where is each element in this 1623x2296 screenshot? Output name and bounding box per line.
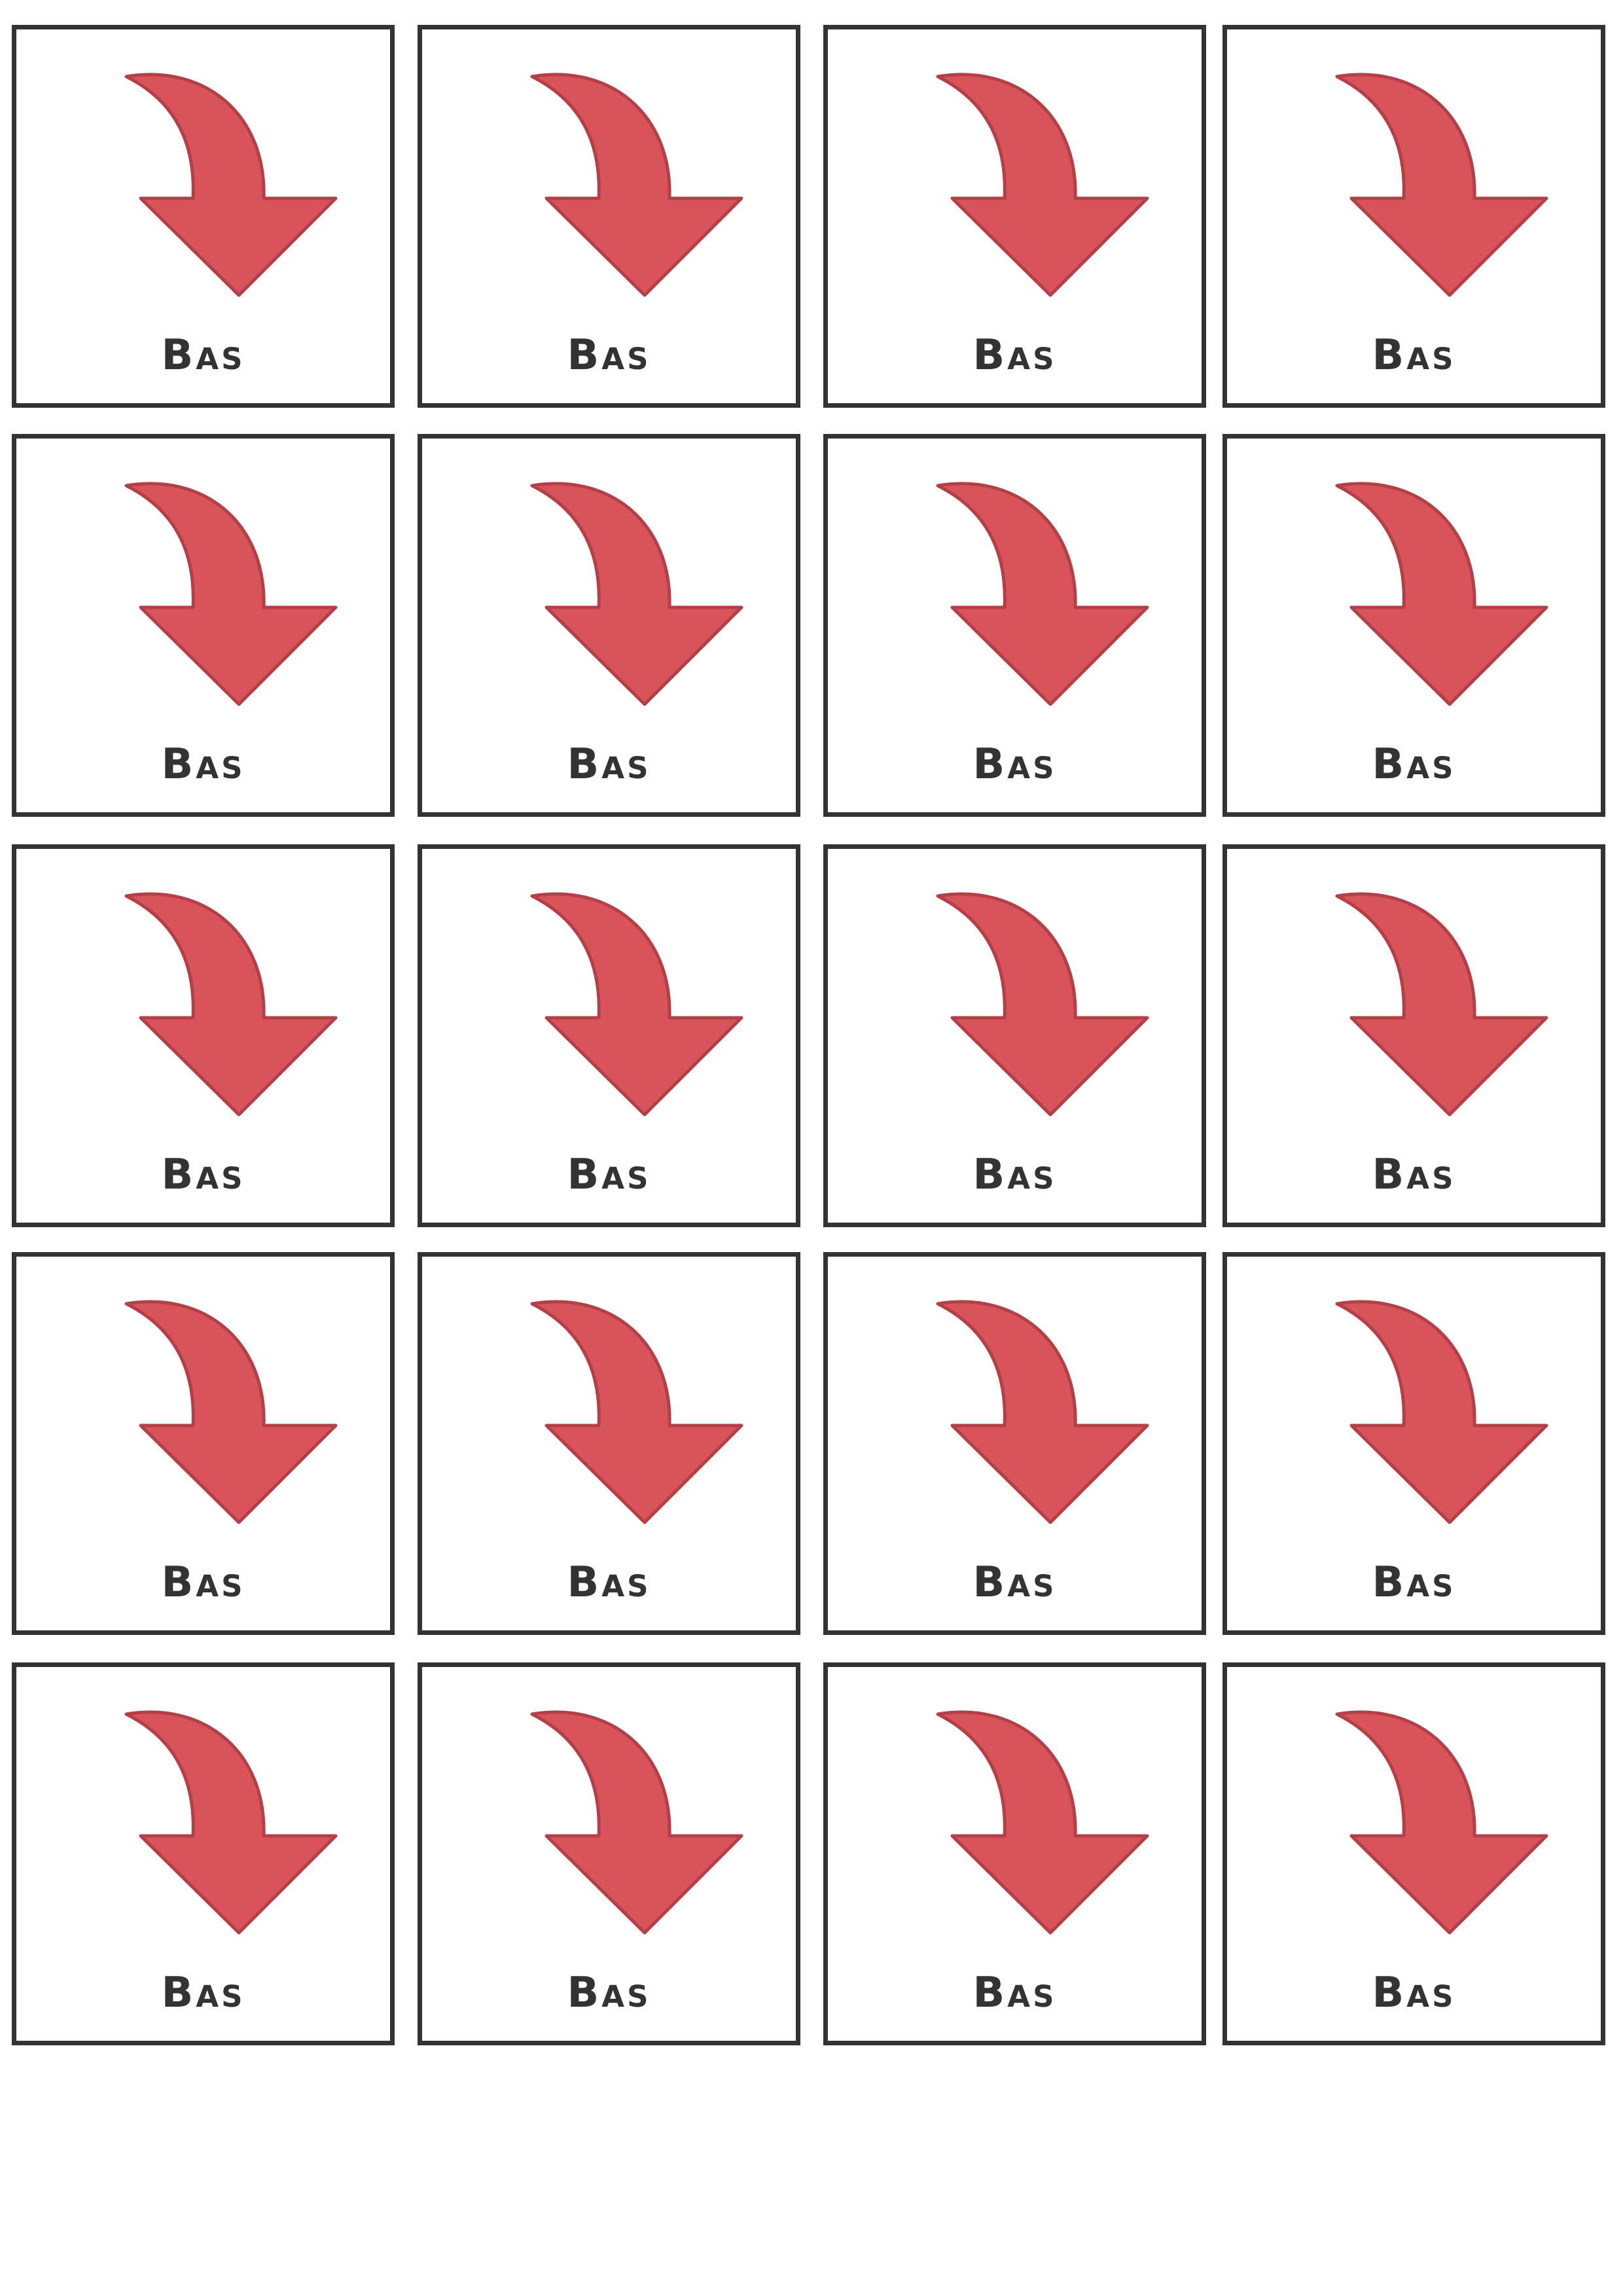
card-label: Bas bbox=[567, 1969, 651, 2017]
arrow-card: Bas bbox=[418, 434, 800, 817]
arrow-card: Bas bbox=[418, 1662, 800, 2045]
card-label: Bas bbox=[1372, 1151, 1456, 1199]
curved-down-arrow-icon bbox=[1335, 1300, 1548, 1524]
arrow-card: Bas bbox=[1222, 434, 1605, 817]
curved-down-arrow-icon bbox=[530, 73, 743, 297]
arrow-card: Bas bbox=[1222, 844, 1605, 1227]
curved-down-arrow-icon bbox=[936, 482, 1149, 706]
curved-down-arrow-icon bbox=[936, 1710, 1149, 1935]
card-label: Bas bbox=[161, 1558, 245, 1607]
arrow-card: Bas bbox=[823, 25, 1206, 408]
arrow-card: Bas bbox=[1222, 1252, 1605, 1635]
card-label: Bas bbox=[567, 1558, 651, 1607]
card-label: Bas bbox=[972, 1558, 1057, 1607]
curved-down-arrow-icon bbox=[124, 482, 338, 706]
curved-down-arrow-icon bbox=[124, 1300, 338, 1524]
card-label: Bas bbox=[161, 1151, 245, 1199]
curved-down-arrow-icon bbox=[530, 892, 743, 1117]
curved-down-arrow-icon bbox=[1335, 1710, 1548, 1935]
card-label: Bas bbox=[161, 740, 245, 789]
curved-down-arrow-icon bbox=[936, 73, 1149, 297]
curved-down-arrow-icon bbox=[936, 892, 1149, 1117]
curved-down-arrow-icon bbox=[530, 1300, 743, 1524]
arrow-card: Bas bbox=[1222, 1662, 1605, 2045]
card-label: Bas bbox=[161, 1969, 245, 2017]
arrow-card: Bas bbox=[12, 844, 395, 1227]
curved-down-arrow-icon bbox=[530, 1710, 743, 1935]
curved-down-arrow-icon bbox=[530, 482, 743, 706]
arrow-card: Bas bbox=[823, 844, 1206, 1227]
card-label: Bas bbox=[972, 740, 1057, 789]
arrow-card: Bas bbox=[823, 1662, 1206, 2045]
curved-down-arrow-icon bbox=[936, 1300, 1149, 1524]
card-label: Bas bbox=[972, 1969, 1057, 2017]
arrow-card: Bas bbox=[418, 1252, 800, 1635]
arrow-card: Bas bbox=[418, 25, 800, 408]
arrow-card: Bas bbox=[12, 25, 395, 408]
curved-down-arrow-icon bbox=[1335, 482, 1548, 706]
curved-down-arrow-icon bbox=[1335, 892, 1548, 1117]
curved-down-arrow-icon bbox=[1335, 73, 1548, 297]
arrow-card: Bas bbox=[12, 1252, 395, 1635]
card-label: Bas bbox=[972, 331, 1057, 380]
card-label: Bas bbox=[1372, 331, 1456, 380]
card-label: Bas bbox=[567, 1151, 651, 1199]
arrow-card: Bas bbox=[12, 1662, 395, 2045]
curved-down-arrow-icon bbox=[124, 892, 338, 1117]
curved-down-arrow-icon bbox=[124, 1710, 338, 1935]
card-label: Bas bbox=[1372, 740, 1456, 789]
card-label: Bas bbox=[972, 1151, 1057, 1199]
arrow-card: Bas bbox=[12, 434, 395, 817]
card-label: Bas bbox=[1372, 1969, 1456, 2017]
card-label: Bas bbox=[567, 740, 651, 789]
curved-down-arrow-icon bbox=[124, 73, 338, 297]
arrow-card: Bas bbox=[823, 1252, 1206, 1635]
arrow-card: Bas bbox=[418, 844, 800, 1227]
card-label: Bas bbox=[567, 331, 651, 380]
arrow-card: Bas bbox=[823, 434, 1206, 817]
card-label: Bas bbox=[1372, 1558, 1456, 1607]
card-label: Bas bbox=[161, 331, 245, 380]
arrow-card: Bas bbox=[1222, 25, 1605, 408]
